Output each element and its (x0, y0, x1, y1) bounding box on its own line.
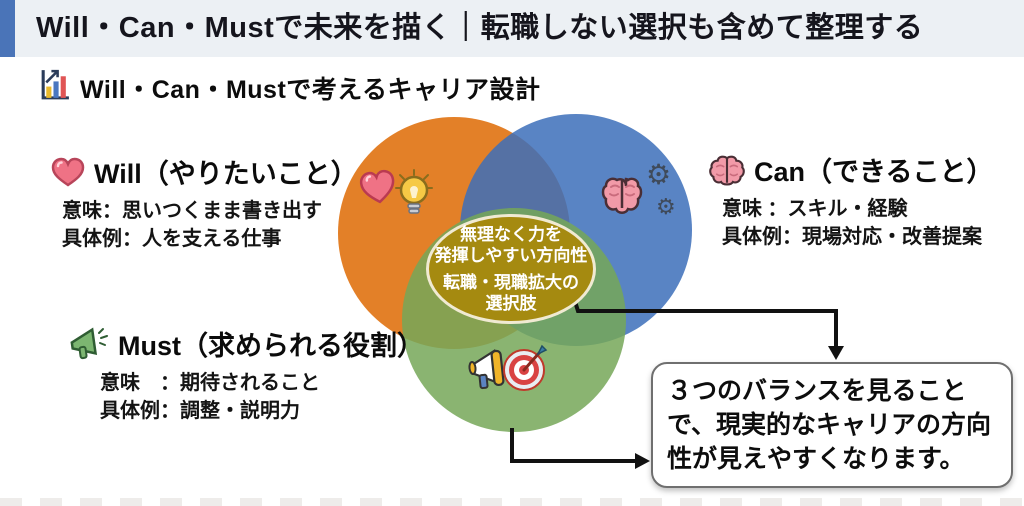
badge-direction-text: 無理なく力を 発揮しやすい方向性 (434, 224, 588, 265)
can-meaning: 意味 ：スキル・経験 (722, 198, 908, 220)
megaphone-icon (468, 348, 505, 390)
will-meaning: 意味：思いつくまま書き出す (62, 200, 322, 222)
brain-icon (601, 177, 643, 214)
must-meaning: 意味 ：期待されること (100, 372, 320, 394)
heart-icon (359, 169, 395, 204)
callout-box: ３つのバランスを見ること で、現実的なキャリアの方向 性が見えやすくなります。 (651, 362, 1013, 488)
page-title: Will・Can・Mustで未来を描く｜転職しない選択も含めて整理する (36, 12, 924, 44)
brain-icon (709, 155, 745, 186)
will-example: 具体例：人を支える仕事 (62, 228, 282, 250)
megaphone-icon (70, 326, 108, 359)
gear-icon: ⚙ (646, 158, 671, 191)
section-title: Will・Can・Mustで考えるキャリア設計 (80, 76, 541, 104)
badge-options-text: 転職・現職拡大の 選択肢 (443, 273, 579, 314)
bar-chart-icon (38, 68, 71, 101)
arrow-circle-to-callout (510, 428, 650, 469)
header-accent-stripe (0, 0, 15, 57)
gear-icon: ⚙ (656, 195, 676, 220)
header-bar: Will・Can・Mustで未来を描く｜転職しない選択も含めて整理する (0, 0, 1024, 57)
can-label-block: Can（できること） 意味 ：スキル・経験 具体例：現場対応・改善提案 (708, 150, 993, 251)
must-example: 具体例：調整・説明力 (100, 400, 300, 422)
can-title: Can（できること） (754, 157, 994, 187)
can-icons: ⚙ ⚙ (601, 158, 676, 220)
bottom-cropped-strip (0, 498, 1024, 506)
callout-text: ３つのバランスを見ること で、現実的なキャリアの方向 性が見えやすくなります。 (667, 377, 992, 473)
will-icons (359, 169, 433, 214)
must-label-block: Must（求められる役割） 意味 ：期待されること 具体例：調整・説明力 (68, 324, 424, 425)
will-label-block: Will（やりたいこと） 意味：思いつくまま書き出す 具体例：人を支える仕事 (50, 152, 358, 253)
target-icon (503, 344, 548, 391)
heart-icon (51, 157, 85, 187)
can-example: 具体例：現場対応・改善提案 (722, 226, 982, 248)
lightbulb-icon (395, 169, 433, 214)
must-title: Must（求められる役割） (118, 331, 424, 361)
venn-center-badge: 無理なく力を 発揮しやすい方向性 転職・現職拡大の 選択肢 (426, 214, 596, 324)
must-icons (468, 344, 548, 391)
will-title: Will（やりたいこと） (94, 159, 358, 189)
